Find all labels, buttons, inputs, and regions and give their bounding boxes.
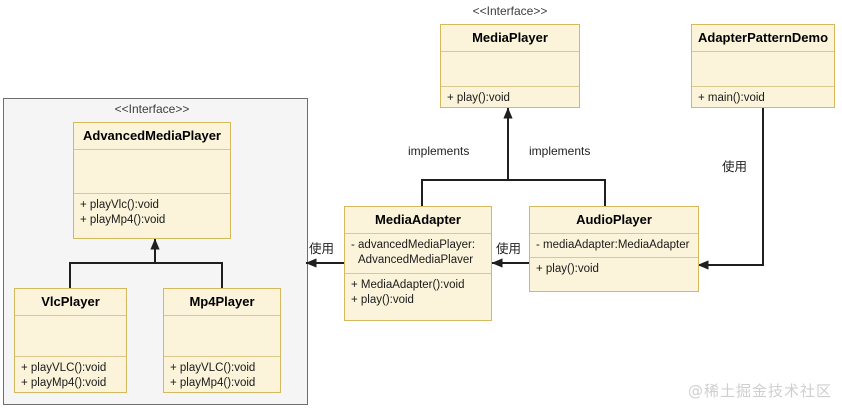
watermark: @稀土掘金技术社区 [687, 382, 832, 400]
class-methods-advancedmediaplayer: + playVlc():void + playMp4():void [74, 194, 230, 233]
method-row: + playMp4():void [80, 214, 166, 227]
class-box-mp4player[interactable]: Mp4Player + playVLC():void + playMp4():v… [163, 288, 281, 393]
class-attributes-adapterpatterndemo [692, 52, 834, 87]
class-methods-vlcplayer: + playVLC():void + playMp4():void [15, 357, 126, 396]
edge-label-implements-right: implements [529, 144, 591, 158]
method-row: + main():void [698, 91, 765, 104]
edge-label-uses-demo-audioplayer: 使用 [722, 159, 748, 174]
class-box-adapterpatterndemo[interactable]: AdapterPatternDemo + main():void [691, 24, 835, 108]
method-row: + playVLC():void [170, 361, 256, 374]
class-attributes-mediaadapter: - advancedMediaPlayer: AdvancedMediaPlav… [345, 234, 491, 274]
class-name-audioplayer: AudioPlayer [530, 207, 698, 234]
class-box-mediaadapter[interactable]: MediaAdapter - advancedMediaPlayer: Adva… [344, 206, 492, 321]
class-methods-audioplayer: + play():void [530, 258, 698, 282]
class-name-vlcplayer: VlcPlayer [15, 289, 126, 316]
edge-label-implements-left: implements [408, 144, 470, 158]
class-attributes-advancedmediaplayer [74, 150, 230, 194]
class-name-adapterpatterndemo: AdapterPatternDemo [692, 25, 834, 52]
edge-mediaadapter-implements-mediaplayer [421, 179, 508, 206]
class-name-mediaplayer: MediaPlayer [441, 25, 579, 52]
class-methods-adapterpatterndemo: + main():void [692, 87, 834, 111]
class-name-mediaadapter: MediaAdapter [345, 207, 491, 234]
attribute-row: - advancedMediaPlayer: [351, 238, 476, 251]
class-name-advancedmediaplayer: AdvancedMediaPlayer [74, 123, 230, 150]
class-name-mp4player: Mp4Player [164, 289, 280, 316]
attribute-row: AdvancedMediaPlaver [358, 254, 474, 267]
edge-label-uses-mediaadapter-advancedmediaplayer: 使用 [309, 241, 335, 256]
attribute-row: - mediaAdapter:MediaAdapter [536, 238, 690, 251]
method-row: + playVlc():void [80, 198, 159, 211]
method-row: + play():void [447, 91, 510, 104]
class-box-mediaplayer[interactable]: MediaPlayer + play():void [440, 24, 580, 108]
edge-audioplayer-implements-mediaplayer [508, 179, 606, 206]
method-row: + play():void [536, 263, 599, 276]
class-attributes-audioplayer: - mediaAdapter:MediaAdapter [530, 234, 698, 259]
stereotype-mediaplayer: <<Interface>> [472, 4, 548, 18]
class-methods-mediaplayer: + play():void [441, 87, 579, 111]
class-attributes-mediaplayer [441, 52, 579, 87]
edge-label-uses-audioplayer-mediaadapter: 使用 [496, 241, 522, 256]
stereotype-advancedmediaplayer: <<Interface>> [114, 102, 190, 116]
class-attributes-vlcplayer [15, 316, 126, 357]
method-row: + MediaAdapter():void [351, 278, 465, 291]
method-row: + playVLC():void [21, 361, 107, 374]
class-methods-mediaadapter: + MediaAdapter():void + play():void [345, 274, 491, 313]
class-attributes-mp4player [164, 316, 280, 357]
method-row: + play():void [351, 294, 414, 307]
method-row: + playMp4():void [170, 377, 256, 390]
class-box-vlcplayer[interactable]: VlcPlayer + playVLC():void + playMp4():v… [14, 288, 127, 393]
method-row: + playMp4():void [21, 377, 107, 390]
class-box-advancedmediaplayer[interactable]: AdvancedMediaPlayer + playVlc():void + p… [73, 122, 231, 239]
class-box-audioplayer[interactable]: AudioPlayer - mediaAdapter:MediaAdapter … [529, 206, 699, 292]
edge-adapterpatterndemo-uses-audioplayer [697, 108, 764, 270]
class-methods-mp4player: + playVLC():void + playMp4():void [164, 357, 280, 396]
